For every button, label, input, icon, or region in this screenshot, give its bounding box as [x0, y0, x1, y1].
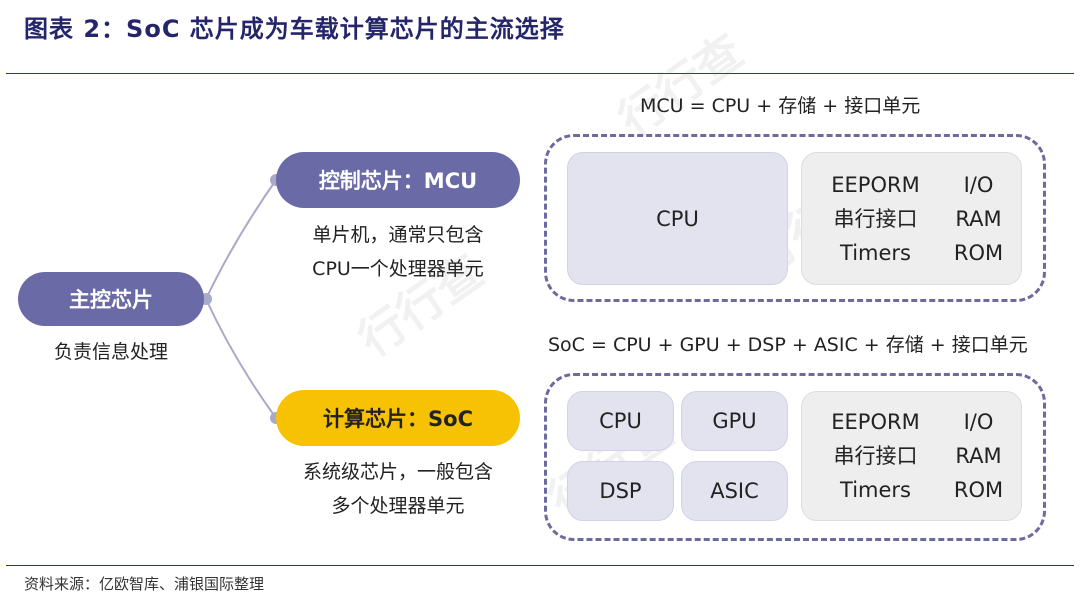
connector-to-mcu [205, 179, 277, 300]
peripheral-label: ROM [953, 478, 1004, 502]
peripheral-label: 串行接口 [833, 206, 918, 231]
block-label: CPU [599, 409, 642, 433]
caption-line: 单片机，通常只包含 [312, 224, 484, 246]
root-node-main-chip: 主控芯片 [18, 272, 204, 326]
peripheral-label: Timers [840, 240, 911, 265]
caption-line: 系统级芯片，一般包含 [302, 461, 493, 483]
branch-node-soc-label: 计算芯片：SoC [323, 407, 473, 431]
peripheral-label: RAM [955, 206, 1002, 231]
peripheral-label: ROM [953, 240, 1004, 265]
mcu-cpu-block: CPU [567, 152, 788, 285]
root-node-caption: 负责信息处理 [53, 341, 168, 363]
source-note: 资料来源：亿欧智库、浦银国际整理 [24, 575, 265, 593]
top-divider [6, 73, 1074, 74]
mcu-formula: MCU = CPU + 存储 + 接口单元 [640, 95, 921, 117]
branch-node-mcu-label: 控制芯片：MCU [318, 169, 478, 193]
soc-asic-block: ASIC [681, 461, 788, 521]
branch-node-soc: 计算芯片：SoC [276, 390, 520, 446]
soc-dsp-block: DSP [567, 461, 674, 521]
branch-mcu-caption: 单片机，通常只包含 CPU一个处理器单元 [262, 218, 534, 286]
peripheral-label: EEPORM [831, 172, 920, 197]
root-node-label: 主控芯片 [69, 288, 153, 312]
branch-node-mcu: 控制芯片：MCU [276, 152, 520, 208]
peripheral-label: RAM [955, 444, 1002, 468]
peripheral-label: I/O [963, 172, 994, 197]
soc-cpu-block: CPU [567, 391, 674, 451]
soc-formula: SoC = CPU + GPU + DSP + ASIC + 存储 + 接口单元 [548, 334, 1028, 356]
connector-to-soc [205, 298, 277, 419]
peripheral-label: 串行接口 [833, 444, 918, 468]
page-title: 图表 2：SoC 芯片成为车载计算芯片的主流选择 [24, 15, 565, 43]
peripheral-label: I/O [963, 410, 994, 434]
caption-line: 多个处理器单元 [331, 495, 465, 517]
block-label: ASIC [710, 479, 759, 503]
mcu-peripherals-block: EEPORM I/O 串行接口 RAM Timers ROM [801, 152, 1022, 285]
soc-peripherals-block: EEPORM I/O 串行接口 RAM Timers ROM [801, 391, 1022, 521]
peripheral-label: Timers [840, 478, 911, 502]
peripheral-label: EEPORM [831, 410, 920, 434]
caption-line: CPU一个处理器单元 [312, 258, 484, 280]
block-label: DSP [599, 479, 642, 503]
soc-composition-box [544, 373, 1046, 541]
block-label: CPU [656, 206, 699, 231]
mcu-composition-box [544, 134, 1046, 302]
soc-gpu-block: GPU [681, 391, 788, 451]
branch-soc-caption: 系统级芯片，一般包含 多个处理器单元 [262, 455, 534, 523]
bottom-divider [6, 565, 1074, 566]
block-label: GPU [712, 409, 757, 433]
